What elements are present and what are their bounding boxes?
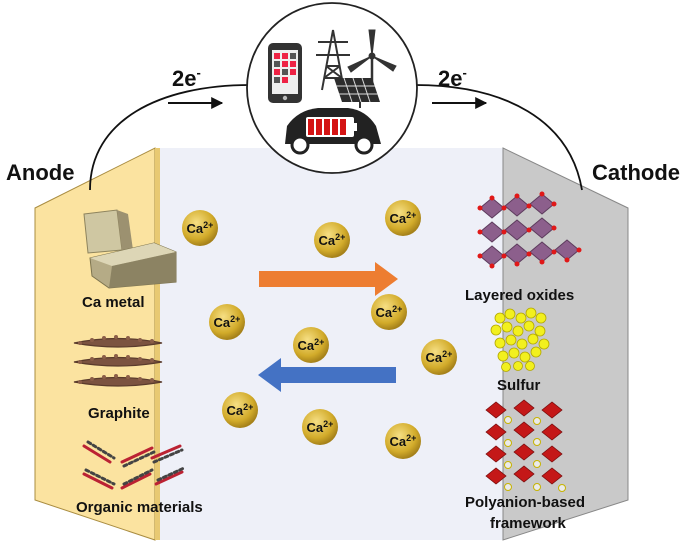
solar-panel-icon — [334, 77, 380, 108]
cathode-material-polyanion-line2: framework — [490, 515, 567, 532]
svg-text:Ca2+: Ca2+ — [187, 220, 214, 236]
ca-ion: Ca2+ — [385, 423, 421, 459]
cathode-material-layered-oxides: Layered oxides — [465, 287, 574, 304]
ca-ion: Ca2+ — [293, 327, 329, 363]
svg-text:Ca2+: Ca2+ — [390, 433, 417, 449]
ion-migration-arrow-forward — [259, 262, 398, 296]
anode-material-organic: Organic materials — [76, 499, 203, 516]
anode-material-graphite: Graphite — [88, 405, 150, 422]
cathode-material-polyanion: Polyanion-based — [465, 494, 585, 511]
svg-text:Ca2+: Ca2+ — [390, 210, 417, 226]
anode-label: Anode — [6, 160, 74, 185]
ion-migration-arrow-reverse — [258, 358, 396, 392]
svg-text:Ca2+: Ca2+ — [426, 349, 453, 365]
svg-text:Ca2+: Ca2+ — [214, 314, 241, 330]
ca-ion: Ca2+ — [385, 200, 421, 236]
ca-ion: Ca2+ — [371, 294, 407, 330]
layered-oxides-image — [477, 191, 582, 269]
ca-ion: Ca2+ — [222, 392, 258, 428]
polyanion-framework-image — [485, 399, 566, 492]
power-tower-icon — [316, 29, 350, 91]
sulfur-image — [490, 307, 550, 372]
electric-car-icon — [285, 108, 381, 155]
ca-metal-image — [83, 209, 177, 289]
ca-ion: Ca2+ — [314, 222, 350, 258]
anode-material-ca-metal: Ca metal — [82, 294, 145, 311]
ca-ion: Ca2+ — [182, 210, 218, 246]
electron-label-left: 2e- — [172, 65, 201, 91]
electron-label-right: 2e- — [438, 65, 467, 91]
svg-text:Ca2+: Ca2+ — [298, 337, 325, 353]
external-circuit-wire — [89, 84, 251, 191]
ca-ion: Ca2+ — [209, 304, 245, 340]
svg-text:Ca2+: Ca2+ — [319, 232, 346, 248]
svg-text:Ca2+: Ca2+ — [376, 304, 403, 320]
organic-materials-image — [82, 440, 186, 490]
ca-ion: Ca2+ — [302, 409, 338, 445]
cathode-material-sulfur: Sulfur — [497, 377, 540, 394]
svg-text:Ca2+: Ca2+ — [227, 402, 254, 418]
smartphone-icon — [268, 43, 302, 103]
device-circle — [246, 2, 418, 174]
cathode-label: Cathode — [592, 160, 680, 185]
svg-text:Ca2+: Ca2+ — [307, 419, 334, 435]
ca-ion: Ca2+ — [421, 339, 457, 375]
